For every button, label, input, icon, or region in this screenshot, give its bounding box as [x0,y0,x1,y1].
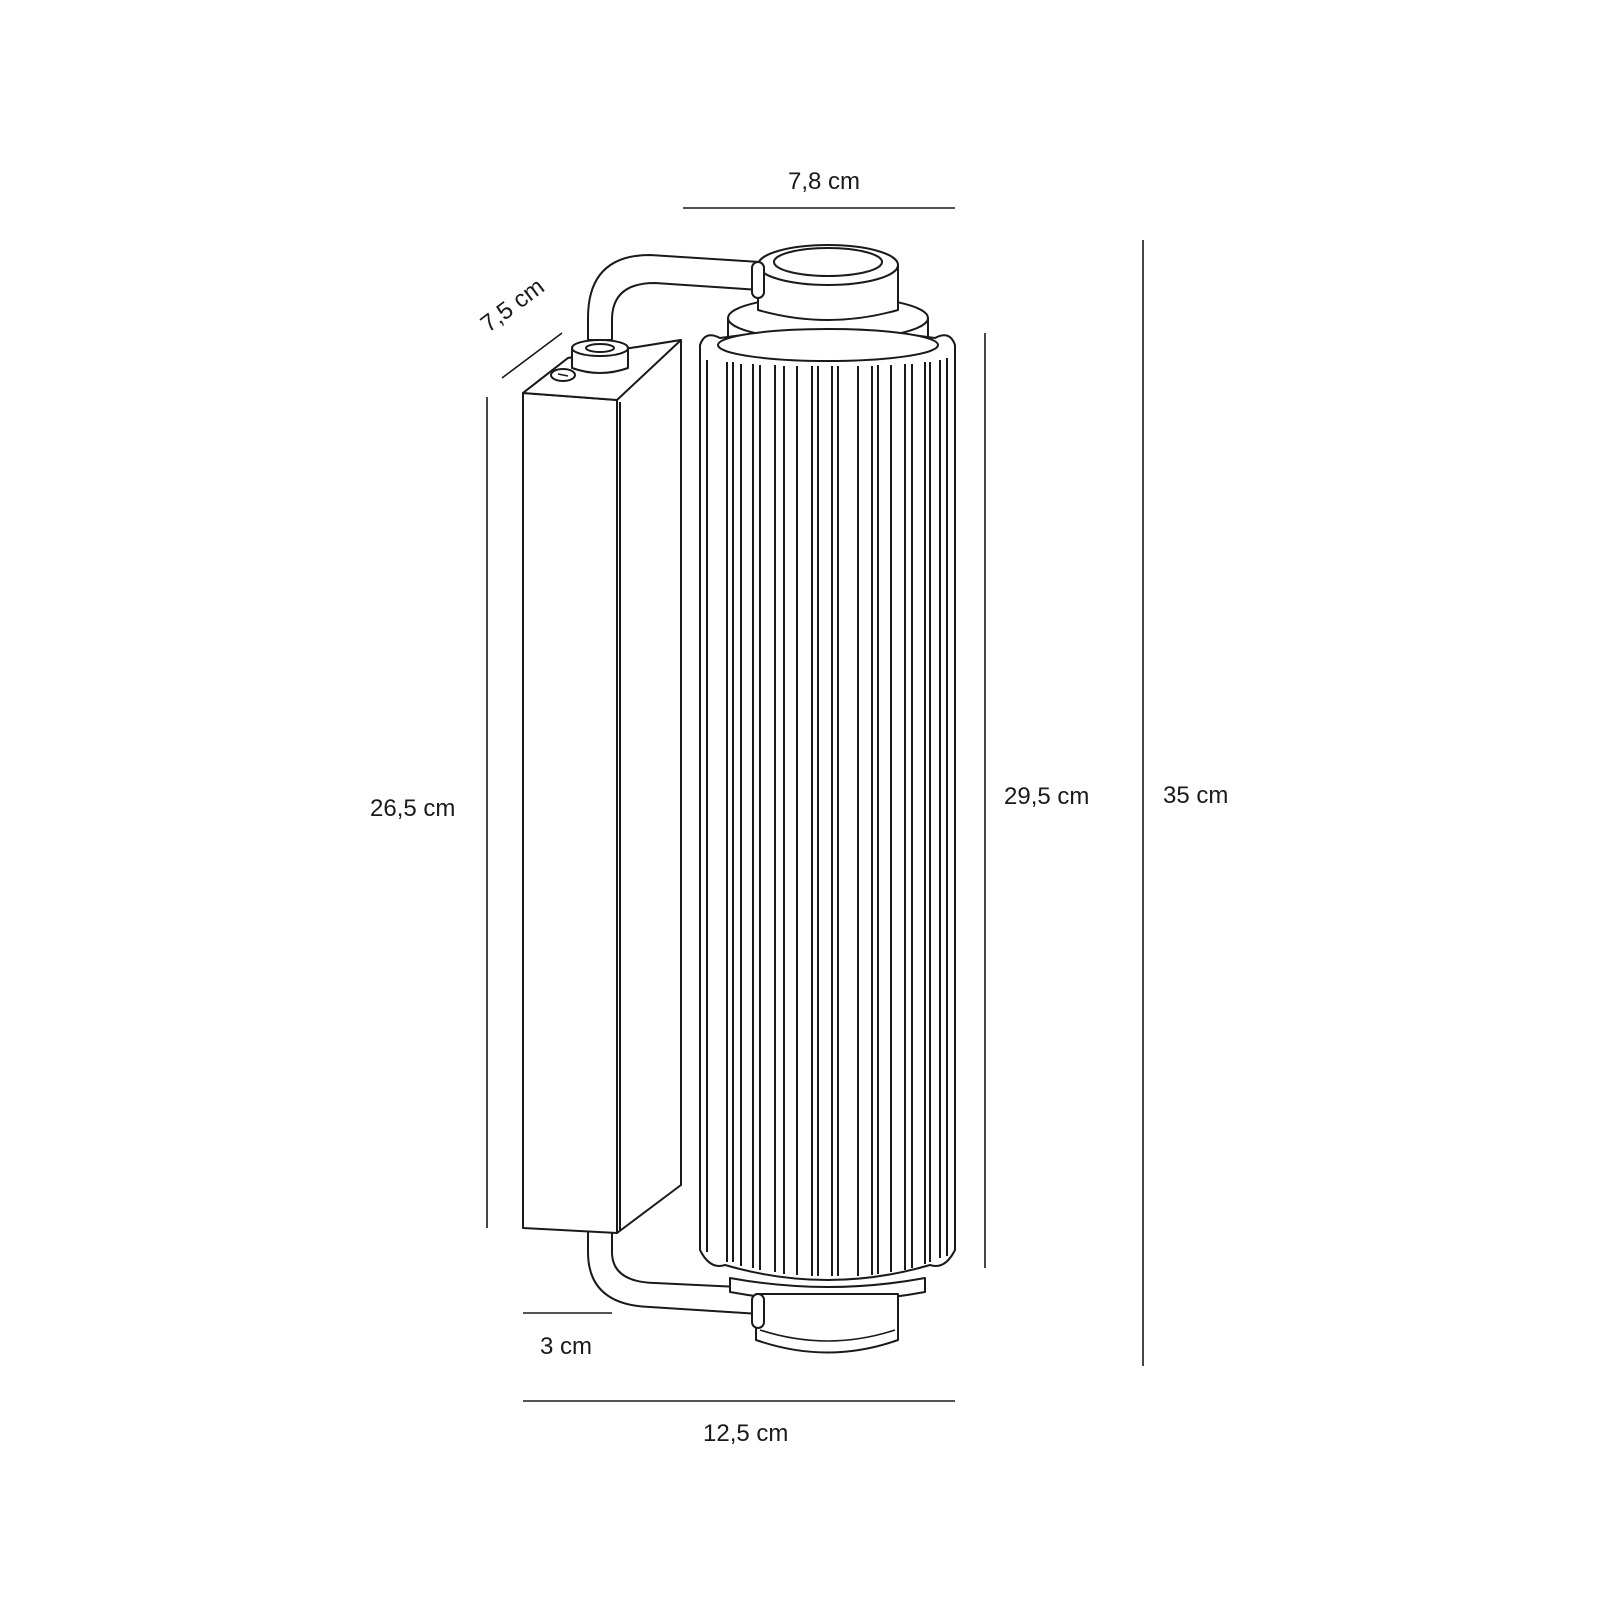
label-mount-height: 26,5 cm [370,795,456,822]
wall-mount-box [522,339,682,1234]
dim-line-mount-depth [501,332,563,379]
label-shade-diameter: 7,8 cm [788,168,861,195]
label-total-depth: 12,5 cm [703,1420,789,1447]
dimension-lines [486,207,1144,1402]
fluted-shade [699,244,956,1354]
flutes [706,358,948,1276]
label-mount-width: 3 cm [540,1333,593,1360]
label-shade-height: 29,5 cm [1004,783,1090,810]
label-total-height: 35 cm [1163,782,1229,809]
